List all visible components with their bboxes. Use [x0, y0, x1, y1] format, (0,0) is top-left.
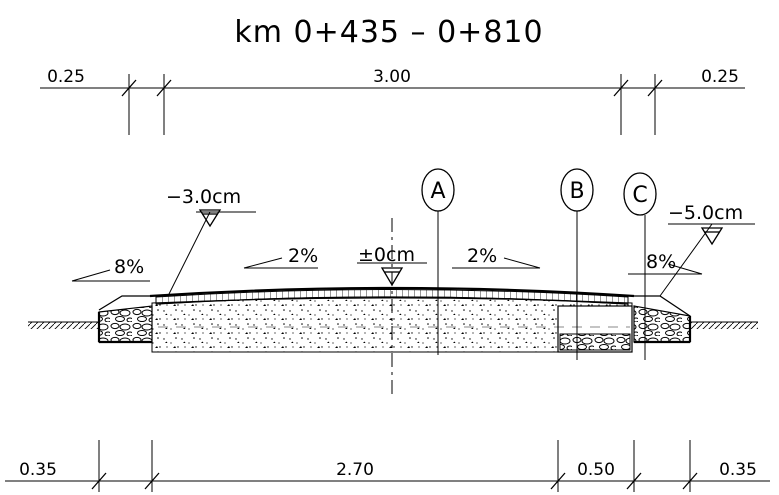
slope-right-lane-label: 2% [467, 245, 497, 267]
bottom-dim-1: 0.35 [19, 460, 57, 480]
marker-a [421, 168, 455, 355]
marker-c-label: C [632, 183, 647, 208]
channel-b-box [557, 305, 633, 353]
left-shoulder [98, 295, 152, 311]
slope-left-lane-label: 2% [288, 245, 318, 267]
level-left-label: −3.0cm [166, 186, 241, 208]
level-marker-left [167, 209, 256, 297]
bottom-dim-2: 2.70 [336, 460, 374, 480]
marker-a-label: A [430, 179, 445, 204]
slope-left-lane [243, 257, 318, 269]
section-title: km 0+435 – 0+810 [234, 15, 543, 50]
right-stone-drain [633, 305, 691, 343]
slope-right-lane [452, 257, 541, 269]
marker-b [560, 168, 594, 360]
bottom-dimension-line [5, 440, 770, 492]
slope-right-shoulder [628, 263, 703, 275]
top-dim-left: 0.25 [47, 67, 85, 87]
left-stone-drain [98, 305, 153, 343]
level-marker-center [357, 262, 427, 287]
slope-left-shoulder [71, 269, 150, 282]
top-dimension-line [40, 74, 745, 135]
level-right-label: −5.0cm [668, 202, 743, 224]
ground-left [28, 321, 98, 329]
channel-b-stone [559, 333, 631, 351]
bottom-dim-3: 0.50 [577, 460, 615, 480]
slope-right-shoulder-label: 8% [646, 251, 676, 273]
bottom-dim-4: 0.35 [719, 460, 757, 480]
slope-left-shoulder-label: 8% [114, 256, 144, 278]
marker-b-label: B [569, 179, 584, 204]
ground-right [690, 321, 758, 329]
top-dim-right: 0.25 [701, 67, 739, 87]
top-dim-center: 3.00 [373, 67, 411, 87]
level-center-label: ±0cm [358, 244, 415, 266]
marker-c [623, 172, 657, 360]
level-marker-right [659, 223, 755, 297]
